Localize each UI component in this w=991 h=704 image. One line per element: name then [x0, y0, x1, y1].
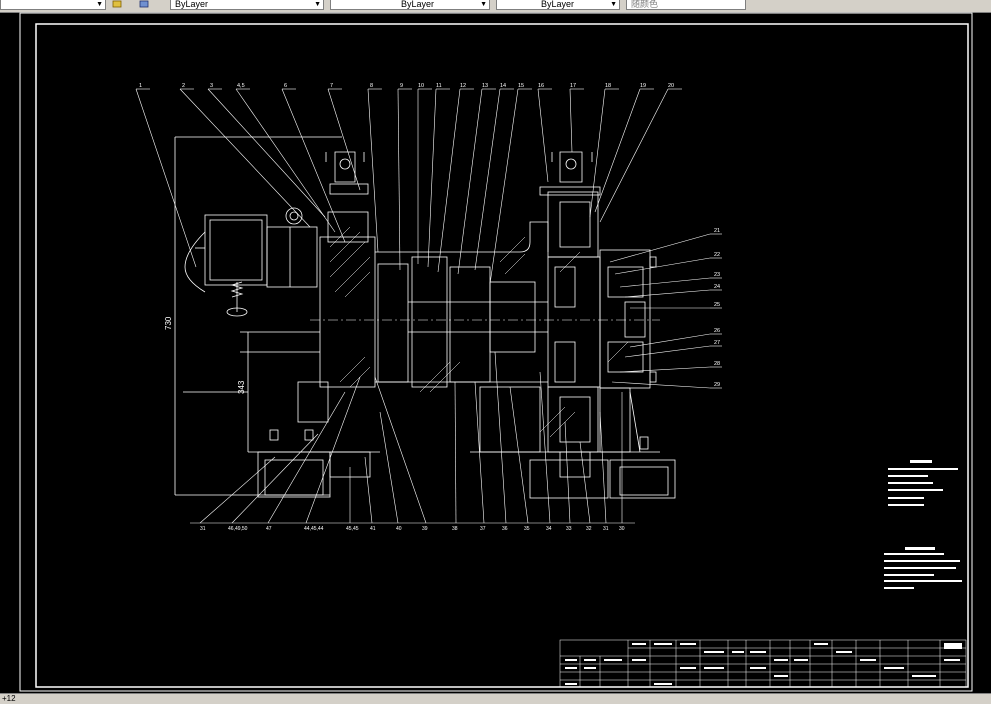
dimension-730: 730: [164, 316, 173, 330]
balloon-21: 21: [714, 228, 720, 234]
balloon-22: 22: [714, 252, 720, 258]
balloon-3: 3: [210, 83, 213, 89]
balloon-b-31b: 31: [603, 526, 609, 532]
balloon-6: 6: [284, 83, 287, 89]
balloon-23: 23: [714, 272, 720, 278]
chevron-down-icon: ▼: [480, 1, 487, 8]
balloon-10: 10: [418, 83, 424, 89]
balloon-15: 15: [518, 83, 524, 89]
drawing-canvas[interactable]: 730 343: [0, 12, 991, 693]
chevron-down-icon: ▼: [314, 1, 321, 8]
balloon-b-35: 35: [524, 526, 530, 532]
balloon-24: 24: [714, 284, 720, 290]
balloon-20: 20: [668, 83, 674, 89]
balloon-27: 27: [714, 340, 720, 346]
bottom-leaders: [190, 351, 635, 524]
balloon-11: 11: [436, 83, 442, 89]
title-block-text-marks: [565, 643, 962, 685]
toolbar-scroll-handle[interactable]: [981, 0, 991, 12]
balloon-14: 14: [500, 83, 506, 89]
linetype-dropdown[interactable]: ByLayer ▼: [330, 0, 490, 10]
balloon-b-38: 38: [452, 526, 458, 532]
coordinates-readout: +12: [2, 694, 16, 703]
balloon-4-5: 4,5: [237, 83, 245, 89]
sheet-inner-border: [35, 23, 969, 688]
balloon-b-41: 41: [370, 526, 376, 532]
technical-requirements-block: [884, 547, 962, 589]
color-value: ByLayer: [175, 0, 209, 9]
properties-toolbar: ▼ ByLayer ▼ ByLayer ▼ ByLayer ▼ 随颜色: [0, 0, 991, 13]
balloon-9: 9: [400, 83, 403, 89]
balloon-b-45-45: 45,45: [346, 526, 359, 532]
balloon-12: 12: [460, 83, 466, 89]
chevron-down-icon: ▼: [96, 1, 103, 8]
plotstyle-value: 随颜色: [631, 0, 659, 9]
chevron-down-icon: ▼: [610, 1, 617, 8]
balloon-19: 19: [640, 83, 646, 89]
balloon-b-46-49-50: 46,49,50: [228, 526, 248, 532]
layer-states-icon[interactable]: [112, 0, 124, 9]
balloon-25: 25: [714, 302, 720, 308]
balloon-13: 13: [482, 83, 488, 89]
balloon-16: 16: [538, 83, 544, 89]
lineweight-value: ByLayer: [541, 0, 575, 9]
balloon-b-30: 30: [619, 526, 625, 532]
balloon-b-39: 39: [422, 526, 428, 532]
linetype-value: ByLayer: [401, 0, 435, 9]
balloon-7: 7: [330, 83, 333, 89]
status-bar: +12: [0, 693, 991, 704]
technical-parameters-block: [888, 460, 958, 506]
balloon-b-36: 36: [502, 526, 508, 532]
balloon-b-32: 32: [586, 526, 592, 532]
balloon-29: 29: [714, 382, 720, 388]
right-leaders: [609, 233, 722, 389]
top-leaders: [135, 88, 682, 285]
balloon-1: 1: [139, 83, 142, 89]
balloon-17: 17: [570, 83, 576, 89]
balloon-b-37: 37: [480, 526, 486, 532]
sheet-outer-border: [19, 12, 973, 692]
top-balloon-labels: 1 2 3 4,5 6 7 8 9 10 11 12 13 14 15 16 1…: [139, 83, 674, 89]
balloon-b-31a: 31: [200, 526, 206, 532]
dimension-343: 343: [237, 380, 246, 394]
balloon-28: 28: [714, 361, 720, 367]
right-balloon-labels: 21 22 23 24 25 26 27 28 29: [714, 228, 720, 388]
bottom-balloon-labels: 31 46,49,50 47 44,45,44 45,45 41 40 39 3…: [200, 526, 625, 532]
assembly-drawing: [174, 136, 676, 499]
balloon-26: 26: [714, 328, 720, 334]
balloon-8: 8: [370, 83, 373, 89]
color-dropdown[interactable]: ByLayer ▼: [170, 0, 324, 10]
lineweight-dropdown[interactable]: ByLayer ▼: [496, 0, 620, 10]
balloon-2: 2: [182, 83, 185, 89]
layer-dropdown[interactable]: ▼: [0, 0, 106, 10]
balloon-b-34: 34: [546, 526, 552, 532]
title-block: [559, 639, 967, 688]
balloon-b-40: 40: [396, 526, 402, 532]
plotstyle-dropdown[interactable]: 随颜色: [626, 0, 746, 10]
balloon-18: 18: [605, 83, 611, 89]
balloon-b-33: 33: [566, 526, 572, 532]
balloon-b-44-45-44: 44,45,44: [304, 526, 324, 532]
layer-previous-icon[interactable]: [138, 0, 150, 9]
balloon-b-47: 47: [266, 526, 272, 532]
